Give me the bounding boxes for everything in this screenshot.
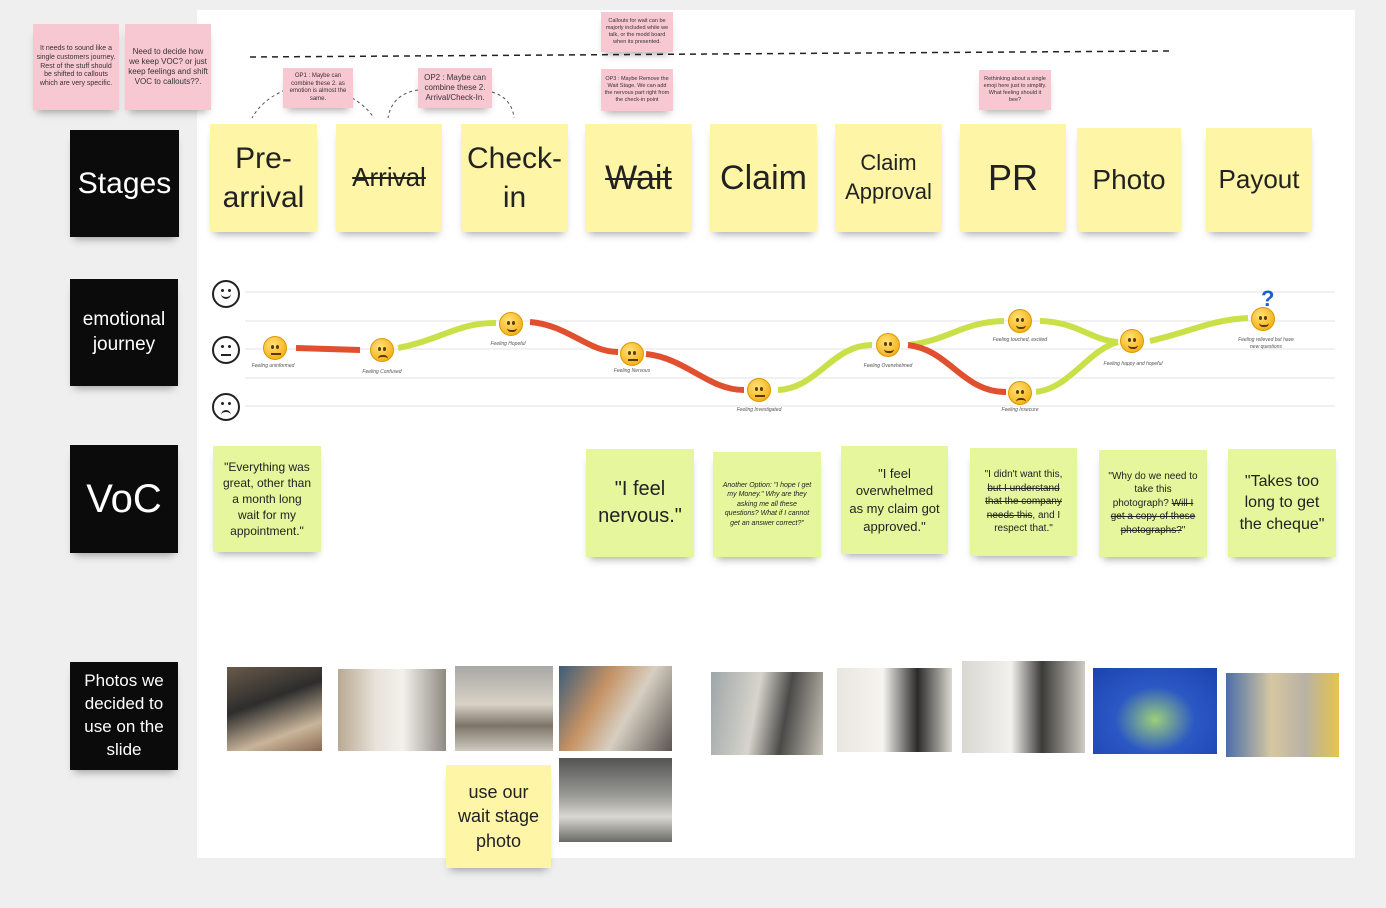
caption-hopeful: Feeling Hopeful: [478, 341, 538, 348]
photo-photo-stage[interactable]: [1093, 668, 1217, 754]
op2-arrow-left: [388, 90, 418, 118]
voc-wait[interactable]: "I feel nervous.": [586, 449, 694, 557]
stage-wait[interactable]: Wait: [585, 124, 692, 232]
confused-emoji-icon[interactable]: [370, 338, 394, 362]
op1-arrow-right: [352, 98, 374, 118]
photo-payout[interactable]: [1226, 673, 1339, 757]
question-mark-icon: ?: [1261, 286, 1274, 312]
investigated-emoji-icon[interactable]: [747, 378, 771, 402]
voc-claim[interactable]: Another Option: "I hope I get my Money."…: [713, 452, 821, 557]
caption-relieved: Feeling relieved but have new questions: [1236, 337, 1296, 350]
overwhelmed-emoji-icon[interactable]: [876, 333, 900, 357]
touched-emoji-icon[interactable]: [1008, 309, 1032, 333]
voc-pre-arrival[interactable]: "Everything was great, other than a mont…: [213, 446, 321, 552]
caption-nervous: Feeling Nervous: [602, 368, 662, 375]
stage-pr[interactable]: PR: [960, 124, 1066, 232]
note-use-wait-photo[interactable]: use our wait stage photo: [446, 765, 551, 868]
curve-uninformed-confused: [296, 348, 360, 350]
photo-laptop[interactable]: [227, 667, 322, 751]
photo-meeting-wall[interactable]: [559, 666, 672, 751]
voc-pr-text: "I didn't want this, but I understand th…: [978, 468, 1069, 536]
row-label-photos[interactable]: Photos we decided to use on the slide: [70, 662, 178, 770]
stage-photo[interactable]: Photo: [1077, 128, 1181, 232]
happy-face-icon: [212, 280, 240, 308]
voc-photo-part3: ": [1182, 525, 1186, 536]
op1-arrow-left: [252, 90, 285, 118]
voc-pr-part1: "I didn't want this,: [985, 469, 1063, 480]
voc-claim-approval[interactable]: "I feel overwhelmed as my claim got appr…: [841, 446, 948, 554]
curve-touched-happy: [1040, 321, 1118, 342]
happy-emoji-icon[interactable]: [1120, 329, 1144, 353]
row-label-emotional-journey[interactable]: emotional journey: [70, 279, 178, 386]
note-single-journey[interactable]: It needs to sound like a single customer…: [33, 24, 119, 110]
voc-pr[interactable]: "I didn't want this, but I understand th…: [970, 448, 1077, 556]
nervous-emoji-icon[interactable]: [620, 342, 644, 366]
caption-insecure: Feeling Insecure: [990, 407, 1050, 414]
row-label-voc[interactable]: VoC: [70, 445, 178, 553]
row-label-stages[interactable]: Stages: [70, 130, 179, 237]
stage-check-in[interactable]: Check-in: [461, 124, 568, 232]
neutral-face-icon: [212, 336, 240, 364]
photo-pr[interactable]: [962, 661, 1085, 753]
photo-checkin[interactable]: [455, 666, 553, 751]
note-op1[interactable]: OP1 : Maybe can combine these 2. as emot…: [283, 68, 353, 108]
stage-claim-approval[interactable]: Claim Approval: [835, 124, 942, 232]
sad-face-icon: [212, 393, 240, 421]
caption-uninformed: Feeling uninformed: [243, 363, 303, 370]
photo-arrival[interactable]: [338, 669, 446, 751]
uninformed-emoji-icon[interactable]: [263, 336, 287, 360]
note-rethink-emoji[interactable]: Rethinking about a single emoji here jus…: [979, 70, 1051, 110]
caption-investigated: Feeling Investigated: [729, 407, 789, 414]
note-callouts-wait[interactable]: Callouts for wait can be majorly include…: [601, 12, 673, 52]
op2-arrow-right: [492, 92, 514, 118]
stage-pre-arrival[interactable]: Pre-arrival: [210, 124, 317, 232]
voc-photo[interactable]: "Why do we need to take this photograph?…: [1099, 450, 1207, 557]
stage-payout[interactable]: Payout: [1206, 128, 1312, 232]
note-op3[interactable]: OP3 : Maybe Remove the Wait Stage. We ca…: [601, 69, 673, 111]
note-op2[interactable]: OP2 : Maybe can combine these 2. Arrival…: [418, 68, 492, 108]
hopeful-emoji-icon[interactable]: [499, 312, 523, 336]
photo-claim-approval[interactable]: [837, 668, 952, 752]
photo-wait-stage[interactable]: [559, 758, 672, 842]
insecure-emoji-icon[interactable]: [1008, 381, 1032, 405]
caption-overwhelmed: Feeling Overwhelmed: [858, 363, 918, 370]
caption-confused: Feeling Confused: [352, 369, 412, 376]
voc-payout[interactable]: "Takes too long to get the cheque": [1228, 449, 1336, 557]
stage-arrival[interactable]: Arrival: [336, 124, 442, 232]
curve-overwhelmed-insecure: [908, 345, 1006, 392]
voc-photo-text: "Why do we need to take this photograph?…: [1107, 470, 1199, 538]
caption-happy: Feeling happy and hopeful: [1103, 361, 1163, 368]
stage-claim[interactable]: Claim: [710, 124, 817, 232]
note-voc-decision[interactable]: Need to decide how we keep VOC? or just …: [125, 24, 211, 110]
photo-claim[interactable]: [711, 672, 823, 755]
curve-hopeful-nervous: [530, 322, 618, 352]
caption-touched: Feeling touched, excited: [990, 337, 1050, 344]
